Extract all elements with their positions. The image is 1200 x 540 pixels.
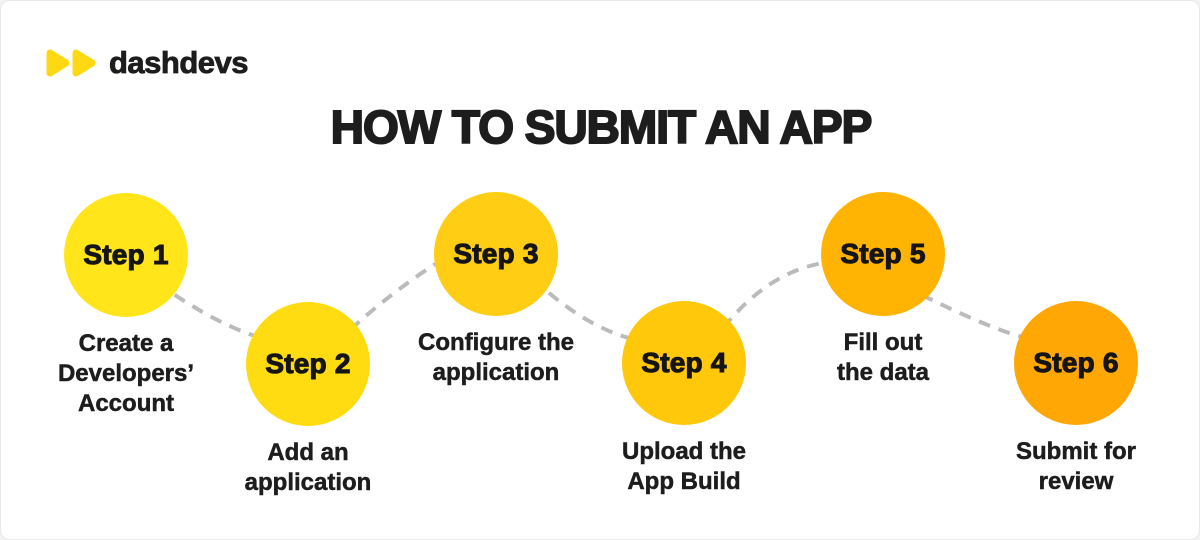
page-title: HOW TO SUBMIT AN APP <box>330 100 874 154</box>
step-caption-line: Create a <box>78 330 174 358</box>
step-caption-line: Upload the <box>622 438 747 466</box>
step-caption-line: review <box>1038 468 1114 496</box>
step-circle-5: Step 5 <box>821 192 945 316</box>
step-circle-1: Step 1 <box>64 193 188 317</box>
step-number-label: Step 1 <box>83 238 169 270</box>
step-circle-4: Step 4 <box>622 301 746 425</box>
step-caption-line: the data <box>836 359 930 387</box>
play-icon <box>72 49 96 77</box>
step-number-label: Step 2 <box>265 347 351 379</box>
logo: dashdevs <box>45 45 249 81</box>
step-number-label: Step 6 <box>1033 346 1119 378</box>
step-caption-line: Developers’ <box>57 360 195 388</box>
play-icon <box>46 49 70 77</box>
step-caption-line: Add an <box>267 439 349 467</box>
step-number-label: Step 4 <box>641 346 727 378</box>
step-circle-2: Step 2 <box>246 302 370 426</box>
step-circle-6: Step 6 <box>1014 301 1138 425</box>
step-caption-line: App Build <box>627 468 741 496</box>
step-caption-line: Fill out <box>843 329 923 357</box>
step-number-label: Step 5 <box>840 237 926 269</box>
step-caption-line: application <box>244 469 372 497</box>
logo-text: dashdevs <box>109 45 249 81</box>
step-caption-line: Configure the <box>418 329 575 357</box>
step-caption-line: application <box>432 359 560 387</box>
step-circle-3: Step 3 <box>434 192 558 316</box>
step-number-label: Step 3 <box>453 237 539 269</box>
step-caption-line: Account <box>78 390 175 418</box>
double-play-icon <box>46 49 96 77</box>
step-caption-line: Submit for <box>1016 438 1137 466</box>
